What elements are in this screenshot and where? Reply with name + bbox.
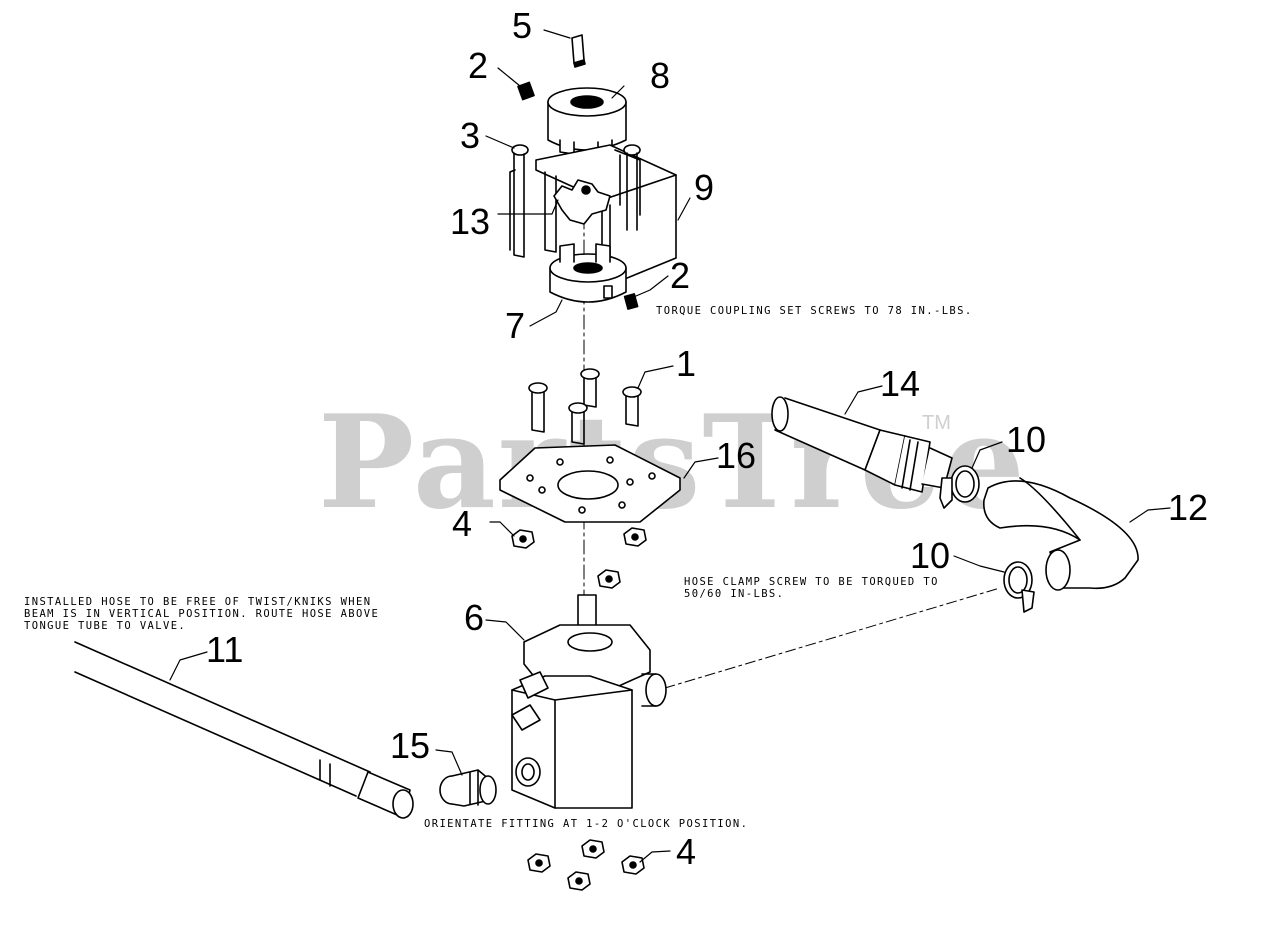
callout-10-upper: 10 [1006, 419, 1047, 460]
part-10-hose-clamp-upper [939, 465, 980, 509]
callout-4-upper: 4 [452, 503, 473, 544]
note-clamp-torque-line1: HOSE CLAMP SCREW TO BE TORQUED TO [684, 576, 939, 588]
note-hose-install-line2: BEAM IS IN VERTICAL POSITION. ROUTE HOSE… [24, 608, 380, 620]
part-3-bolts [509, 144, 641, 258]
part-5-key [571, 34, 586, 68]
part-6-hydraulic-pump [511, 594, 667, 809]
callout-11: 11 [206, 629, 244, 670]
part-15-elbow-fitting [439, 769, 497, 807]
note-fitting-orientation: ORIENTATE FITTING AT 1-2 O'CLOCK POSITIO… [424, 818, 749, 830]
part-4-nuts-upper [511, 527, 647, 589]
callout-3: 3 [460, 115, 481, 156]
callout-5: 5 [512, 5, 533, 46]
part-2-set-screw-upper [517, 81, 535, 101]
note-clamp-torque-line2: 50/60 IN-LBS. [684, 588, 785, 600]
part-2-set-screw-lower [623, 293, 639, 310]
part-8-coupling-upper [547, 87, 627, 157]
callout-leaders [169, 29, 1171, 863]
callout-10-lower: 10 [910, 535, 951, 576]
trademark-mark: TM [922, 412, 951, 434]
part-4-nuts-lower [527, 839, 645, 891]
callout-14: 14 [880, 363, 921, 404]
part-10-hose-clamp-lower [1003, 561, 1035, 613]
part-1-bolts [528, 368, 642, 445]
part-12-hose-elbow [983, 477, 1139, 591]
callout-2-lower: 2 [670, 255, 691, 296]
callout-6: 6 [464, 597, 485, 638]
hose-clamp-axis-line [664, 587, 1001, 689]
callout-13: 13 [450, 201, 491, 242]
callout-4-lower: 4 [676, 831, 697, 872]
part-14-suction-tube [771, 396, 953, 493]
part-13-spider [553, 179, 611, 225]
note-hose-install-line1: INSTALLED HOSE TO BE FREE OF TWIST/KNIKS… [24, 596, 372, 608]
callout-2-upper: 2 [468, 45, 489, 86]
callout-8: 8 [650, 55, 671, 96]
callout-1: 1 [676, 343, 697, 384]
callout-12: 12 [1168, 487, 1209, 528]
note-coupling-torque: TORQUE COUPLING SET SCREWS TO 78 IN.-LBS… [656, 305, 973, 317]
callout-7: 7 [505, 305, 526, 346]
callout-15: 15 [390, 725, 431, 766]
note-hose-install-line3: TONGUE TUBE TO VALVE. [24, 620, 187, 632]
part-11-hose [74, 641, 414, 819]
part-16-mounting-plate [499, 444, 681, 523]
part-7-coupling-lower [549, 243, 627, 303]
callout-9: 9 [694, 167, 715, 208]
callout-16: 16 [716, 435, 757, 476]
